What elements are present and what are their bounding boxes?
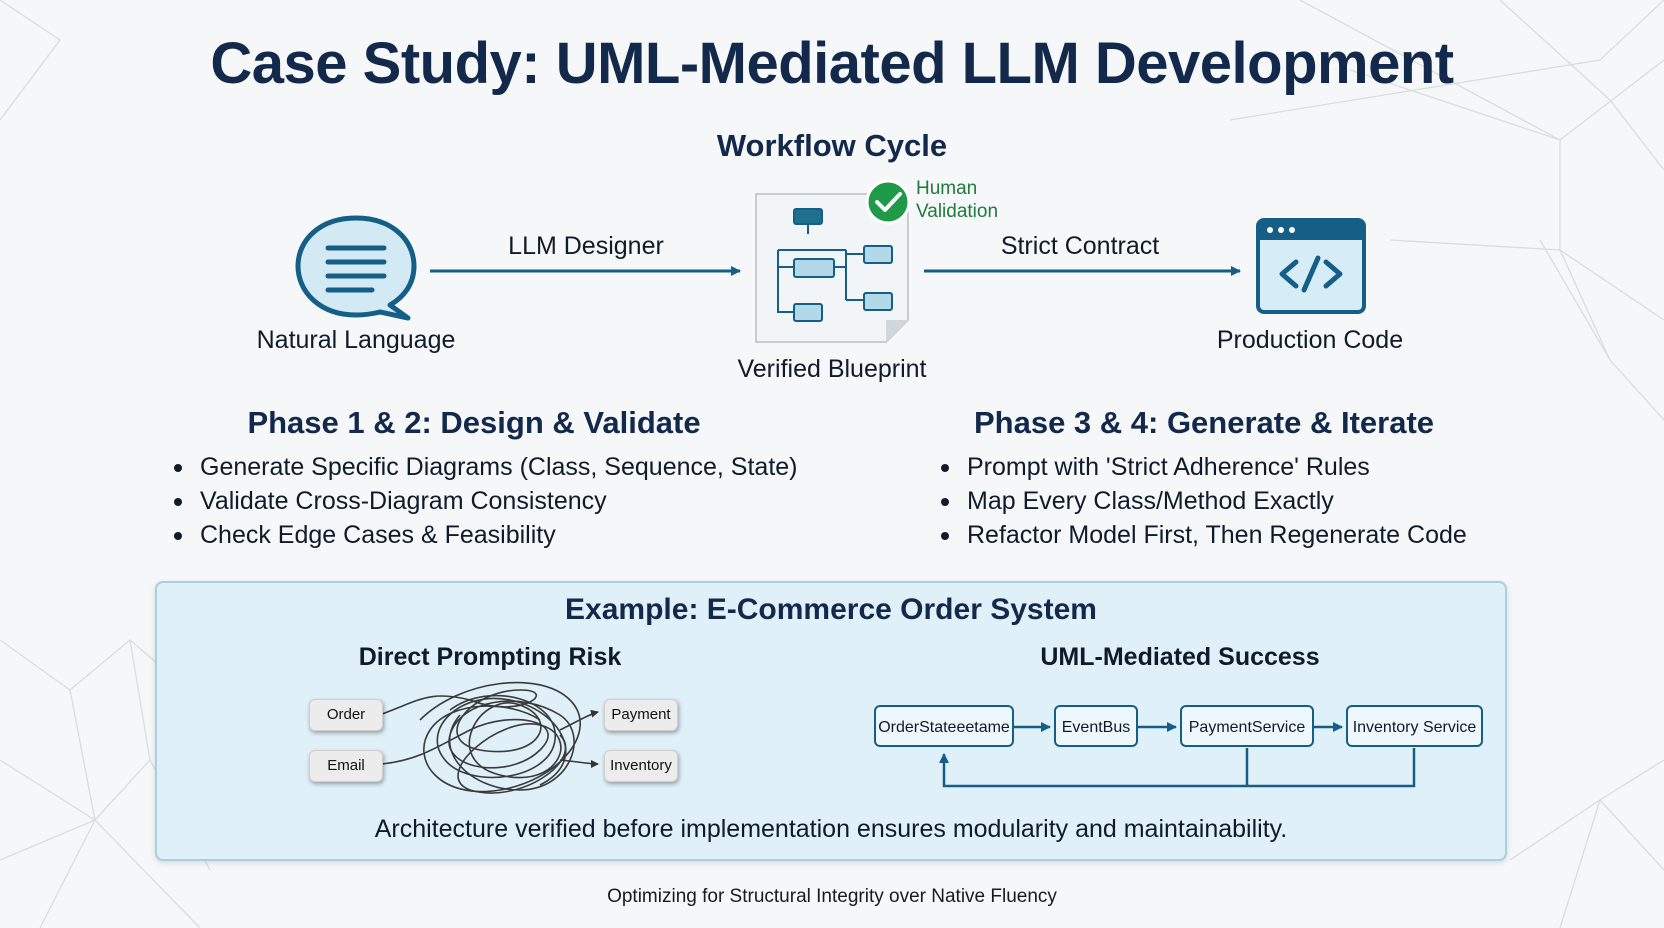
list-item: Refactor Model First, Then Regenerate Co… bbox=[941, 518, 1467, 552]
code-window-icon bbox=[1256, 218, 1366, 314]
checkmark-icon bbox=[865, 179, 911, 225]
node-verified-blueprint: Verified Blueprint bbox=[737, 355, 927, 383]
list-item: Prompt with 'Strict Adherence' Rules bbox=[941, 450, 1467, 484]
direct-node-order: Order bbox=[309, 699, 383, 731]
example-caption: Architecture verified before implementat… bbox=[374, 815, 1288, 843]
list-item: Validate Cross-Diagram Consistency bbox=[174, 484, 798, 518]
direct-prompting-heading: Direct Prompting Risk bbox=[358, 643, 622, 671]
page-title: Case Study: UML-Mediated LLM Development bbox=[210, 31, 1454, 96]
arrow-label-strict-contract: Strict Contract bbox=[1000, 232, 1160, 260]
list-item: Check Edge Cases & Feasibility bbox=[174, 518, 798, 552]
node-natural-language: Natural Language bbox=[256, 326, 456, 354]
node-production-code: Production Code bbox=[1216, 326, 1404, 354]
direct-node-email: Email bbox=[309, 750, 383, 782]
phase-1-2-list: Generate Specific Diagrams (Class, Seque… bbox=[174, 450, 798, 552]
uml-node-inventory-service: Inventory Service bbox=[1346, 705, 1483, 747]
phase-3-4-title: Phase 3 & 4: Generate & Iterate bbox=[973, 405, 1435, 440]
list-item: Generate Specific Diagrams (Class, Seque… bbox=[174, 450, 798, 484]
workflow-heading: Workflow Cycle bbox=[716, 128, 948, 163]
example-title: Example: E-Commerce Order System bbox=[565, 593, 1097, 626]
uml-mediated-heading: UML-Mediated Success bbox=[1040, 643, 1320, 671]
footer-text: Optimizing for Structural Integrity over… bbox=[607, 886, 1057, 907]
workflow-diagram bbox=[295, 179, 1366, 343]
uml-node-event-bus: EventBus bbox=[1054, 705, 1138, 747]
phase-1-2-title: Phase 1 & 2: Design & Validate bbox=[247, 405, 701, 440]
uml-node-order-state: OrderStateeetame bbox=[874, 705, 1014, 747]
arrow-label-llm-designer: LLM Designer bbox=[508, 232, 664, 260]
human-validation-label: Human Validation bbox=[916, 178, 999, 222]
chat-bubble-icon bbox=[295, 215, 417, 321]
uml-node-payment-service: PaymentService bbox=[1180, 705, 1314, 747]
direct-node-payment: Payment bbox=[604, 699, 678, 731]
list-item: Map Every Class/Method Exactly bbox=[941, 484, 1467, 518]
direct-node-inventory: Inventory bbox=[604, 750, 678, 782]
phase-3-4-list: Prompt with 'Strict Adherence' Rules Map… bbox=[941, 450, 1467, 552]
